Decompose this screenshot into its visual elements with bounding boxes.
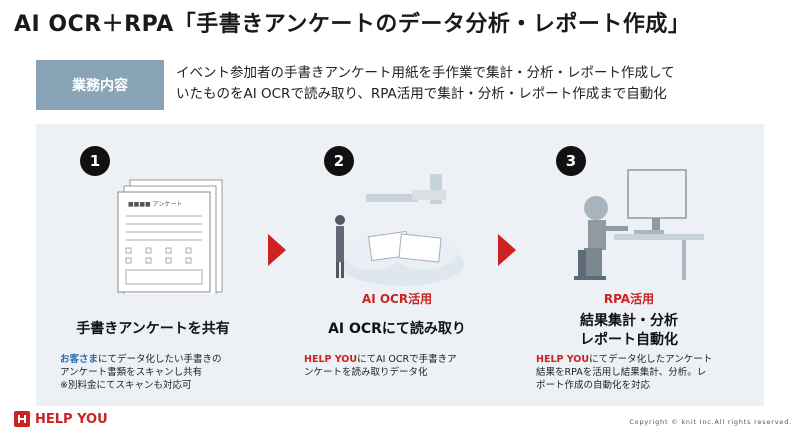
- step-1-number: 1: [80, 146, 110, 176]
- step-1-desc-line-2: アンケート書類をスキャンし共有: [60, 367, 203, 378]
- process-panel: 1 ■■■■ アンケート 手書きアンケートを共有 お客さまにてデータ化したい手書…: [36, 124, 764, 406]
- arrow-right-icon: [268, 234, 286, 266]
- step-2-description: HELP YOUにてAI OCRで手書きア ンケートを読み取りデータ化: [304, 353, 504, 379]
- step-3-desc-line-2: 結果をRPAを活用し結果集計、分析。レ: [536, 367, 707, 378]
- step-1-desc-line-1: にてデータ化したい手書きの: [98, 354, 222, 365]
- step-3: 3 RPA活用 結果集計・分析 レポート自動化 HELP YOUにてデータ化した…: [524, 124, 734, 406]
- help-you-logo: HELP YOU: [14, 411, 108, 427]
- step-2: 2 AI OCR活用 AI OCRにて読み取り HELP YOUにてAI OCR…: [292, 124, 502, 406]
- form-label: ■■■■ アンケート: [128, 201, 182, 208]
- rpa-robot-computer-icon: [574, 169, 704, 280]
- step-3-tag: RPA活用: [603, 292, 655, 306]
- arrow-right-icon: [498, 234, 516, 266]
- step-1-description: お客さまにてデータ化したい手書きの アンケート書類をスキャンし共有 ※別料金にて…: [60, 353, 260, 392]
- step-3-desc-line-3: ポート作成の自動化を対応: [536, 380, 651, 391]
- survey-papers-icon: ■■■■ アンケート: [117, 179, 223, 294]
- summary-line-1: イベント参加者の手書きアンケート用紙を手作業で集計・分析・レポート作成して: [176, 65, 675, 81]
- step-2-desc-line-2: ンケートを読み取りデータ化: [304, 367, 428, 378]
- step-1-desc-highlight: お客さま: [60, 354, 99, 365]
- summary-text: イベント参加者の手書きアンケート用紙を手作業で集計・分析・レポート作成して いた…: [164, 60, 764, 110]
- step-2-tag: AI OCR活用: [361, 292, 433, 306]
- summary-line-2: いたものをAI OCRで読み取り、RPA活用で集計・分析・レポート作成まで自動化: [176, 86, 667, 102]
- business-summary: 業務内容 イベント参加者の手書きアンケート用紙を手作業で集計・分析・レポート作成…: [36, 60, 764, 110]
- copyright-text: Copyright © knit Inc.All rights reserved…: [629, 418, 792, 426]
- ai-ocr-robot-cloud-icon: [335, 174, 464, 286]
- step-2-desc-highlight: HELP YOU: [304, 354, 358, 365]
- step-2-heading: AI OCRにて読み取り: [328, 321, 466, 337]
- step-1-desc-line-3: ※別料金にてスキャンも対応可: [60, 380, 192, 391]
- step-3-number: 3: [556, 146, 586, 176]
- step-1-heading: 手書きアンケートを共有: [76, 321, 230, 337]
- step-3-desc-highlight: HELP YOU: [536, 354, 590, 365]
- step-3-heading: 結果集計・分析 レポート自動化: [524, 312, 734, 350]
- summary-label: 業務内容: [36, 60, 164, 110]
- step-2-desc-line-1: にてAI OCRで手書きア: [357, 354, 457, 365]
- step-3-heading-line-1: 結果集計・分析: [580, 313, 678, 329]
- logo-text: HELP YOU: [35, 411, 108, 427]
- step-3-heading-line-2: レポート自動化: [580, 332, 678, 348]
- page-title: AI OCR＋RPA「手書きアンケートのデータ分析・レポート作成」: [14, 12, 691, 37]
- step-3-description: HELP YOUにてデータ化したアンケート 結果をRPAを活用し結果集計、分析。…: [536, 353, 736, 392]
- logo-mark-icon: [14, 411, 30, 427]
- step-2-number: 2: [324, 146, 354, 176]
- step-3-desc-line-1: にてデータ化したアンケート: [589, 354, 713, 365]
- step-1: 1 ■■■■ アンケート 手書きアンケートを共有 お客さまにてデータ化したい手書…: [48, 124, 258, 406]
